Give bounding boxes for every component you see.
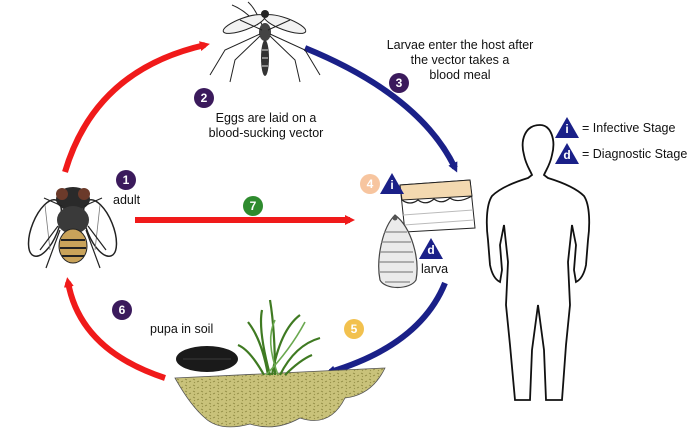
arrow-larva-to-soil (325, 281, 448, 376)
step-2-badge: 2 (194, 88, 214, 108)
pupa-icon (176, 346, 238, 372)
step-1-badge: 1 (116, 170, 136, 190)
pupa-label: pupa in soil (150, 322, 214, 336)
arrow-mosquito-to-host (303, 45, 458, 173)
larvae-label-line2: the vector takes a (410, 53, 510, 67)
legend-diagnostic-text: = Diagnostic Stage (582, 147, 688, 161)
arrow-soil-to-adult (63, 277, 166, 381)
legend-infective-text: = Infective Stage (582, 121, 676, 135)
step-5-badge: 5 (344, 319, 364, 339)
diagnostic-stage-marker: d (419, 238, 443, 259)
infective-stage-marker: i (380, 173, 404, 194)
eggs-label-line2: blood-sucking vector (208, 126, 324, 140)
skin-section-icon (399, 179, 476, 233)
legend-diagnostic-icon: d (555, 143, 579, 164)
human-silhouette-icon (485, 124, 591, 401)
adult-label: adult (113, 193, 141, 207)
soil-grass-icon (174, 299, 386, 428)
step-3-badge: 3 (389, 73, 409, 93)
larvae-label-line3: blood meal (429, 68, 491, 82)
legend-infective-icon: i (555, 117, 579, 138)
larva-label: larva (421, 262, 449, 276)
larvae-label-line1: Larvae enter the host after (386, 38, 534, 52)
larva-icon (378, 214, 418, 289)
larvae-label: Larvae enter the host after the vector t… (370, 38, 550, 83)
step-7-badge: 7 (243, 196, 263, 216)
housefly-icon (27, 187, 118, 269)
arrow-adult-to-mosquito (62, 41, 210, 173)
mosquito-icon (209, 1, 321, 83)
step-6-badge: 6 (112, 300, 132, 320)
eggs-label: Eggs are laid on a blood-sucking vector (196, 111, 336, 141)
step-4-badge: 4 (360, 174, 380, 194)
eggs-label-line1: Eggs are laid on a (215, 111, 317, 125)
